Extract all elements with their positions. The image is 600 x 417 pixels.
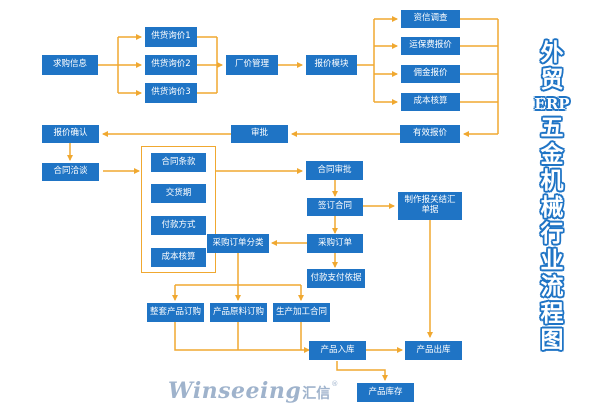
node-contract-approval[interactable]: 合同审批 bbox=[306, 161, 363, 180]
title-char: 程 bbox=[540, 299, 564, 327]
winseeing-logo: Winseeing 汇信 ® bbox=[168, 378, 338, 404]
logo-reg-mark: ® bbox=[331, 380, 339, 388]
node-payment-basis[interactable]: 付款支付依据 bbox=[307, 269, 365, 288]
node-quote-confirm[interactable]: 报价确认 bbox=[42, 125, 99, 143]
title-char: 行 bbox=[540, 220, 564, 247]
node-payment-method[interactable]: 付款方式 bbox=[151, 216, 206, 235]
node-supply-quote-1[interactable]: 供货询价1 bbox=[145, 27, 197, 47]
node-delivery-period[interactable]: 交货期 bbox=[151, 184, 206, 203]
node-purchase-order[interactable]: 采购订单 bbox=[307, 234, 363, 253]
node-contract-negotiation[interactable]: 合同洽谈 bbox=[42, 163, 99, 181]
node-freight-quote[interactable]: 运保费报价 bbox=[401, 37, 460, 55]
node-contract-terms[interactable]: 合同条款 bbox=[151, 153, 206, 172]
node-cost-accounting-1[interactable]: 成本核算 bbox=[401, 93, 460, 111]
node-product-inventory[interactable]: 产品库存 bbox=[357, 383, 414, 402]
title-char: 机 bbox=[540, 167, 564, 194]
title-char: 图 bbox=[540, 326, 564, 353]
node-credit-check[interactable]: 资信调查 bbox=[401, 10, 460, 28]
node-product-outbound[interactable]: 产品出库 bbox=[405, 341, 462, 360]
node-factory-price[interactable]: 厂价管理 bbox=[226, 55, 278, 75]
node-production-contract[interactable]: 生产加工合同 bbox=[273, 303, 330, 322]
node-complete-product-order[interactable]: 整套产品订购 bbox=[147, 303, 204, 322]
node-supply-quote-3[interactable]: 供货询价3 bbox=[145, 83, 197, 103]
node-customs-documents[interactable]: 制作报关结汇单据 bbox=[398, 192, 462, 220]
node-purchase-order-classify[interactable]: 采购订单分类 bbox=[207, 234, 269, 253]
node-supply-quote-2[interactable]: 供货询价2 bbox=[145, 55, 197, 75]
diagram-title: 外 贸 ERP 五 金 机 械 行 业 流 程 图 bbox=[532, 39, 572, 354]
title-char: 外 bbox=[540, 39, 564, 66]
node-valid-quote[interactable]: 有效报价 bbox=[400, 125, 460, 143]
node-quote-module[interactable]: 报价模块 bbox=[306, 55, 357, 75]
node-product-inbound[interactable]: 产品入库 bbox=[309, 341, 366, 360]
node-purchase-inquiry[interactable]: 求购信息 bbox=[42, 55, 98, 75]
node-cost-accounting-2[interactable]: 成本核算 bbox=[151, 248, 206, 267]
node-commission-quote[interactable]: 佣金报价 bbox=[401, 65, 460, 83]
logo-cn: 汇信 bbox=[302, 386, 331, 402]
title-char: 械 bbox=[540, 193, 564, 221]
logo-brand: Winseeing bbox=[168, 378, 302, 404]
title-char: 金 bbox=[540, 140, 564, 168]
title-char: 贸 bbox=[540, 65, 564, 93]
title-char: 业 bbox=[540, 246, 564, 274]
node-sign-contract[interactable]: 签订合同 bbox=[307, 198, 363, 216]
title-char: 流 bbox=[540, 273, 564, 300]
node-approval[interactable]: 审批 bbox=[231, 125, 288, 143]
title-char: 五 bbox=[540, 114, 564, 141]
title-char: ERP bbox=[534, 95, 570, 113]
node-raw-material-order[interactable]: 产品原料订购 bbox=[210, 303, 267, 322]
